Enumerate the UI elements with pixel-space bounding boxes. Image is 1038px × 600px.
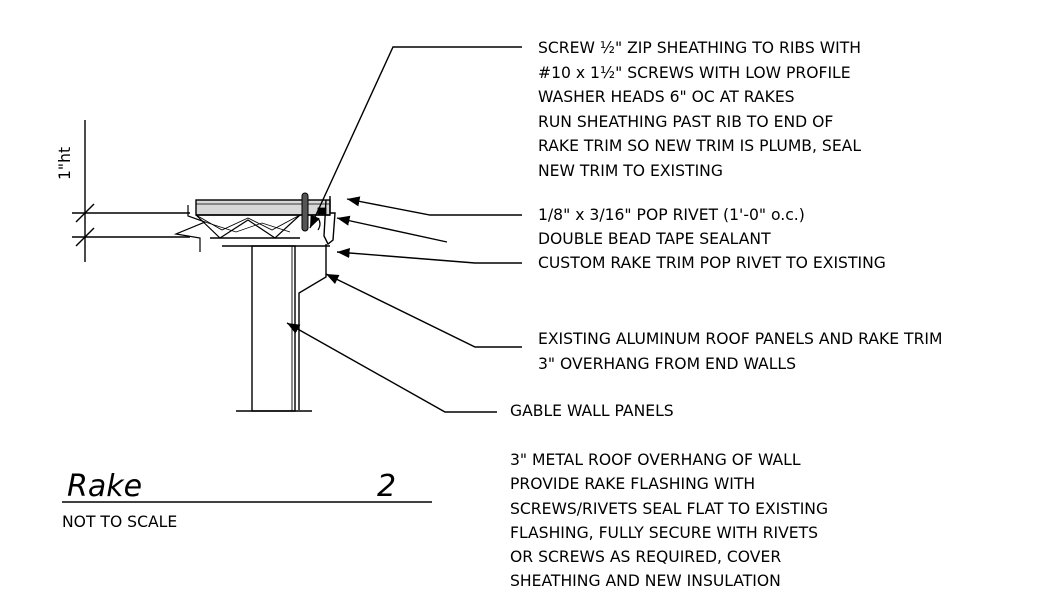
leader-gable-wall	[286, 322, 497, 413]
leader-pop-rivet	[346, 196, 522, 216]
note-line: FLASHING, FULLY SECURE WITH RIVETS	[510, 524, 818, 542]
leader-zip-sheathing	[309, 46, 522, 229]
note-line: SCREWS/RIVETS SEAL FLAT TO EXISTING	[510, 500, 828, 518]
sheathing-screw	[301, 192, 309, 232]
leader-tape-sealant	[336, 215, 448, 243]
note-line: OR SCREWS AS REQUIRED, COVER	[510, 548, 781, 566]
callout-custom-trim: CUSTOM RAKE TRIM POP RIVET TO EXISTING	[538, 254, 886, 272]
callout-pop-rivet: 1/8" x 3/16" POP RIVET (1'-0" o.c.)	[538, 206, 805, 224]
break-symbol	[173, 205, 207, 252]
callout-gable-wall: GABLE WALL PANELS	[510, 402, 674, 420]
note-line: 3" METAL ROOF OVERHANG OF WALL	[510, 451, 801, 469]
callout-line: #10 x 1½" SCREWS WITH LOW PROFILE	[538, 64, 851, 82]
leader-existing-panels	[325, 273, 522, 348]
leader-lines	[286, 46, 522, 413]
scale-note: NOT TO SCALE	[62, 513, 177, 531]
callout-line: RUN SHEATHING PAST RIB TO END OF	[538, 113, 833, 131]
tape-sealant	[317, 217, 321, 231]
note-line: PROVIDE RAKE FLASHING WITH	[510, 475, 755, 493]
callout-tape-sealant: DOUBLE BEAD TAPE SEALANT	[538, 230, 771, 248]
gable-wall-panel	[251, 245, 296, 412]
custom-rake-trim	[298, 244, 327, 410]
note-line: SHEATHING AND NEW INSULATION	[510, 572, 781, 590]
callout-zip-sheathing: SCREW ½" ZIP SHEATHING TO RIBS WITH #10 …	[538, 39, 861, 180]
overhang-note: 3" METAL ROOF OVERHANG OF WALL PROVIDE R…	[510, 451, 828, 590]
height-dimension	[72, 120, 190, 262]
dimension-label: 1"ht	[56, 147, 74, 180]
roof-rib	[195, 214, 301, 239]
zip-sheathing	[195, 199, 331, 216]
rake-trim	[323, 196, 336, 246]
detail-title-block: Rake 2 NOT TO SCALE	[62, 469, 432, 531]
callout-line: WASHER HEADS 6" OC AT RAKES	[538, 88, 795, 106]
callout-existing-panels: EXISTING ALUMINUM ROOF PANELS AND RAKE T…	[538, 330, 942, 373]
callout-line: EXISTING ALUMINUM ROOF PANELS AND RAKE T…	[538, 330, 942, 348]
leader-custom-trim	[336, 247, 522, 264]
callout-line: SCREW ½" ZIP SHEATHING TO RIBS WITH	[538, 39, 861, 57]
callout-line: NEW TRIM TO EXISTING	[538, 162, 723, 180]
detail-title: Rake	[67, 469, 142, 504]
callout-line: 3" OVERHANG FROM END WALLS	[538, 355, 796, 373]
detail-number: 2	[377, 469, 396, 504]
callout-line: RAKE TRIM SO NEW TRIM IS PLUMB, SEAL	[538, 137, 861, 155]
